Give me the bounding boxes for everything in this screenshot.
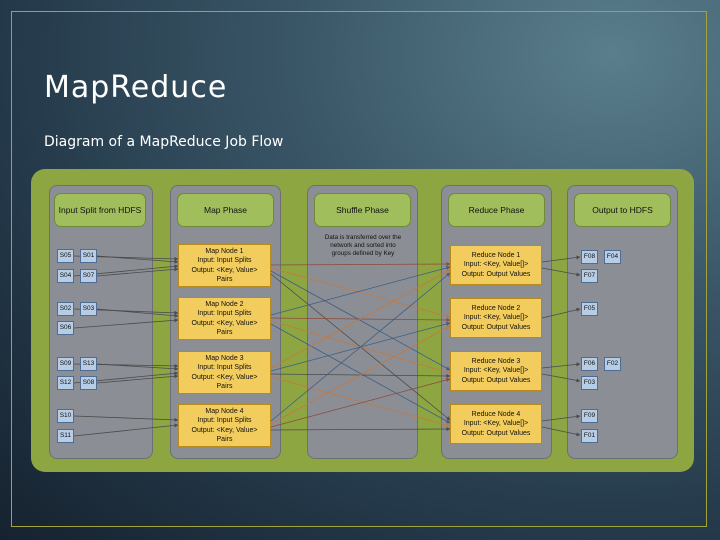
map-node-output-pairs: Pairs — [216, 436, 233, 443]
input-split-chip: S07 — [80, 269, 97, 283]
map-node-output-pairs: Pairs — [216, 276, 233, 283]
input-header: Input Split from HDFS — [54, 193, 146, 227]
input-split-chip: S03 — [80, 302, 97, 316]
output-header: Output to HDFS — [574, 193, 671, 227]
map-node-output: Output: <Key, Value> — [191, 426, 258, 434]
map-node-output: Output: <Key, Value> — [191, 373, 258, 381]
reduce-node-input: Input: <Key, Value[]> — [463, 420, 529, 428]
output-file-chip: F04 — [604, 250, 621, 264]
input-split-chip: S11 — [57, 429, 74, 443]
output-file-chip: F09 — [581, 409, 598, 423]
reduce-node-name: Reduce Node 3 — [471, 357, 521, 365]
map-header: Map Phase — [177, 193, 274, 227]
output-file-chip: F01 — [581, 429, 598, 443]
shuffle-header: Shuffle Phase — [314, 193, 411, 227]
reduce-node-output: Output: Output Values — [461, 376, 531, 384]
reduce-node-2: Reduce Node 2 Input: <Key, Value[]> Outp… — [450, 298, 542, 338]
reduce-node-output: Output: Output Values — [461, 429, 531, 437]
output-file-chip: F03 — [581, 376, 598, 390]
map-node-2: Map Node 2 Input: Input Splits Output: <… — [178, 297, 271, 340]
map-node-4: Map Node 4 Input: Input Splits Output: <… — [178, 404, 271, 447]
reduce-node-output: Output: Output Values — [461, 323, 531, 331]
reduce-node-3: Reduce Node 3 Input: <Key, Value[]> Outp… — [450, 351, 542, 391]
map-node-1: Map Node 1 Input: Input Splits Output: <… — [178, 244, 271, 287]
input-split-chip: S13 — [80, 357, 97, 371]
reduce-node-output: Output: Output Values — [461, 270, 531, 278]
input-split-chip: S08 — [80, 376, 97, 390]
reduce-node-name: Reduce Node 2 — [471, 304, 521, 312]
map-node-input: Input: Input Splits — [197, 310, 252, 317]
reduce-node-input: Input: <Key, Value[]> — [463, 367, 529, 375]
map-node-output: Output: <Key, Value> — [191, 319, 258, 327]
map-node-name: Map Node 3 — [205, 354, 244, 362]
map-node-name: Map Node 1 — [205, 247, 244, 255]
map-node-input: Input: Input Splits — [197, 417, 252, 424]
map-node-input: Input: Input Splits — [197, 364, 252, 371]
output-file-chip: F02 — [604, 357, 621, 371]
reduce-node-input: Input: <Key, Value[]> — [463, 314, 529, 322]
map-node-name: Map Node 4 — [205, 407, 244, 415]
input-split-chip: S09 — [57, 357, 74, 371]
input-split-chip: S01 — [80, 249, 97, 263]
input-split-chip: S12 — [57, 376, 74, 390]
map-node-3: Map Node 3 Input: Input Splits Output: <… — [178, 351, 271, 394]
map-node-output-pairs: Pairs — [216, 329, 233, 336]
shuffle-note: Data is transferred over the network and… — [324, 234, 402, 257]
input-split-chip: S04 — [57, 269, 74, 283]
reduce-node-1: Reduce Node 1 Input: <Key, Value[]> Outp… — [450, 245, 542, 285]
output-file-chip: F06 — [581, 357, 598, 371]
map-node-output: Output: <Key, Value> — [191, 266, 258, 274]
map-node-name: Map Node 2 — [205, 300, 244, 308]
input-split-chip: S06 — [57, 321, 74, 335]
input-split-chip: S02 — [57, 302, 74, 316]
map-node-output-pairs: Pairs — [216, 383, 233, 390]
reduce-header: Reduce Phase — [448, 193, 545, 227]
reduce-node-name: Reduce Node 4 — [471, 410, 521, 418]
output-file-chip: F05 — [581, 302, 598, 316]
output-file-chip: F08 — [581, 250, 598, 264]
map-node-input: Input: Input Splits — [197, 257, 252, 264]
reduce-node-input: Input: <Key, Value[]> — [463, 261, 529, 269]
output-file-chip: F07 — [581, 269, 598, 283]
slide-frame — [11, 11, 707, 527]
input-split-chip: S10 — [57, 409, 74, 423]
input-split-chip: S05 — [57, 249, 74, 263]
slide-title: MapReduce — [44, 70, 228, 105]
reduce-node-name: Reduce Node 1 — [471, 251, 521, 259]
reduce-node-4: Reduce Node 4 Input: <Key, Value[]> Outp… — [450, 404, 542, 444]
slide-subtitle: Diagram of a MapReduce Job Flow — [44, 134, 284, 150]
